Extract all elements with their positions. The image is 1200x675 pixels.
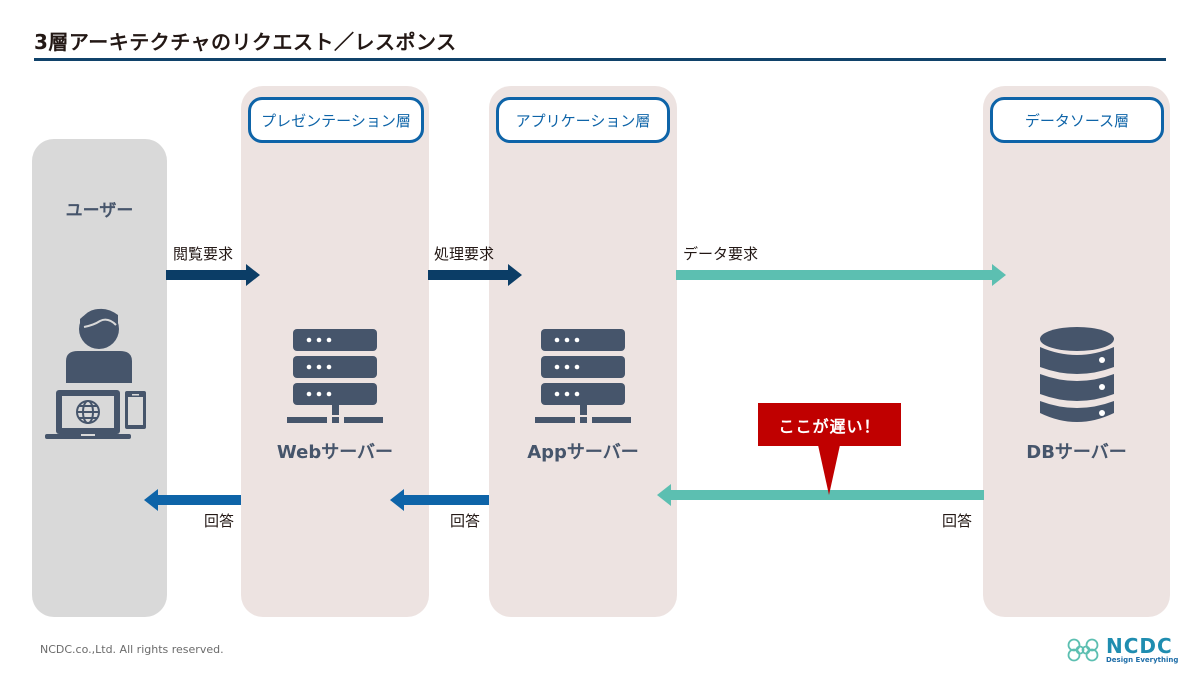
request-label-process: 処理要求 [434,245,495,263]
request-arrow-process [428,264,522,286]
datasource-layer-column [983,86,1170,617]
application-layer-badge: アプリケーション層 [496,97,670,143]
response-label-to-web: 回答 [450,512,481,530]
datasource-layer-badge: データソース層 [990,97,1164,143]
logo-mark-icon [1067,638,1099,662]
company-logo: NCDC Design Everything [1066,636,1178,664]
logo-name: NCDC [1106,634,1173,658]
request-label-data: データ要求 [683,245,759,263]
response-arrow-to-web [390,489,489,511]
database-icon [1040,327,1114,422]
title-divider [34,58,1166,61]
presentation-layer-badge: プレゼンテーション層 [248,97,424,143]
app-server-icon [535,329,631,423]
response-arrow-to-app [657,484,984,506]
slow-callout: ここが遅い！ [758,403,901,446]
presentation-layer-column [241,86,429,617]
request-arrow-data [676,264,1006,286]
application-layer-column [489,86,677,617]
copyright-text: NCDC.co.,Ltd. All rights reserved. [40,643,224,656]
app-server-label: Appサーバー [527,442,639,463]
user-with-devices-icon [45,308,146,439]
user-label: ユーザー [65,201,134,221]
response-label-to-app: 回答 [942,512,973,530]
callout-pointer [818,445,840,495]
request-arrow-browse [166,264,260,286]
web-server-icon [287,329,383,423]
request-label-browse: 閲覧要求 [173,245,234,263]
db-server-label: DBサーバー [1026,442,1127,463]
response-label-to-user: 回答 [204,512,235,530]
page-title: 3層アーキテクチャのリクエスト／レスポンス [34,30,457,54]
response-arrow-to-user [144,489,241,511]
logo-tagline: Design Everything [1106,656,1179,664]
web-server-label: Webサーバー [276,442,394,463]
